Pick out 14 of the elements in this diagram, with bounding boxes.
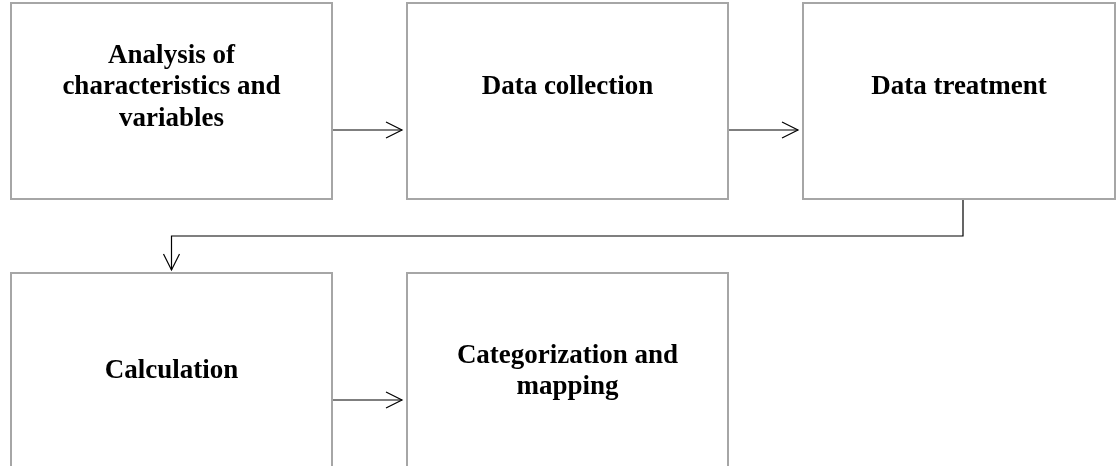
arrow xyxy=(162,199,964,271)
arrow xyxy=(332,391,403,409)
process-box xyxy=(406,2,729,200)
process-box xyxy=(10,2,333,200)
arrow xyxy=(332,121,403,139)
box-label: Data treatment xyxy=(870,70,1048,102)
process-box xyxy=(10,272,333,466)
process-box xyxy=(406,272,729,466)
box-label: Categorization and mapping xyxy=(455,338,680,402)
box-label: Data collection xyxy=(480,70,655,102)
box-label: Analysis of characteristics and variables xyxy=(61,39,282,133)
box-label: Calculation xyxy=(103,354,240,386)
process-box xyxy=(802,2,1116,200)
arrow xyxy=(728,121,799,139)
